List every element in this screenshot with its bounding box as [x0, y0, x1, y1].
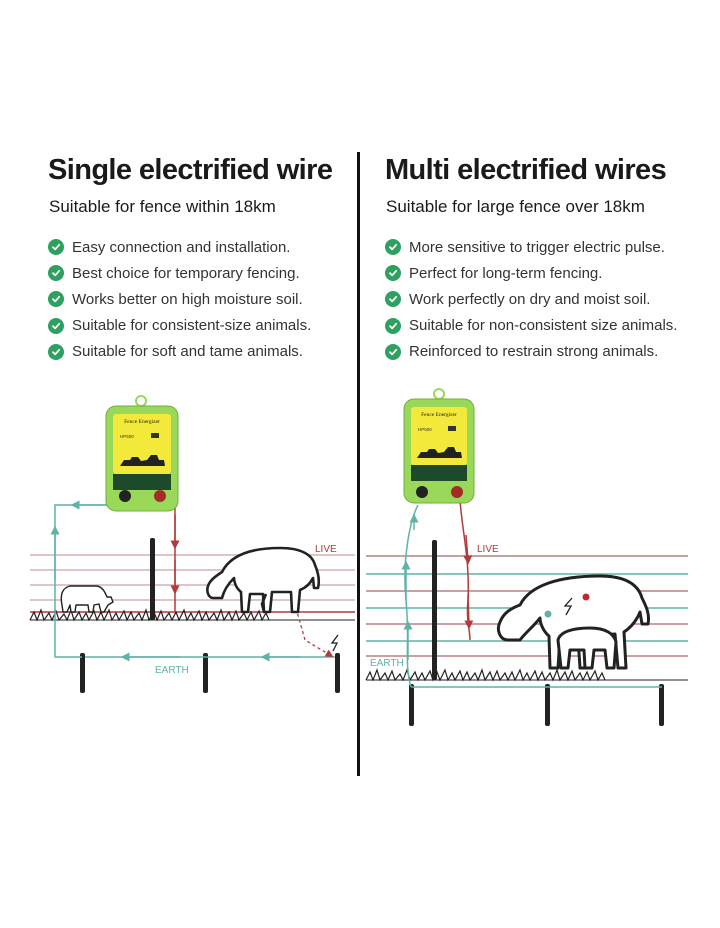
check-icon	[48, 317, 64, 334]
list-item: More sensitive to trigger electric pulse…	[385, 234, 705, 260]
device-brand: Fence Energizer	[421, 412, 457, 418]
live-label: LIVE	[477, 544, 499, 555]
single-wire-subtitle: Suitable for fence within 18km	[49, 197, 276, 216]
calf-outline	[556, 626, 618, 670]
feature-text: Reinforced to restrain strong animals.	[409, 343, 659, 361]
live-terminal	[451, 486, 463, 498]
fence-post	[432, 540, 437, 680]
device-brand: Fence Energizer	[124, 419, 160, 425]
check-icon	[385, 265, 401, 282]
earth-label: EARTH	[370, 658, 404, 669]
list-item: Suitable for soft and tame animals.	[48, 339, 348, 365]
live-circuit	[160, 499, 176, 612]
list-item: Work perfectly on dry and moist soil.	[385, 286, 705, 312]
fence-post	[150, 538, 155, 620]
grass	[365, 668, 606, 682]
multi-wire-subtitle: Suitable for large fence over 18km	[386, 197, 645, 216]
feature-text: Work perfectly on dry and moist soil.	[409, 290, 651, 308]
check-icon	[48, 291, 64, 308]
check-icon	[48, 239, 64, 256]
feature-text: Best choice for temporary fencing.	[72, 264, 300, 282]
earth-stakes	[80, 653, 340, 693]
earth-circuit	[404, 504, 419, 688]
panel-divider	[357, 152, 360, 776]
earth-stakes	[409, 684, 664, 726]
fence-energizer-device: Fence Energizer HP500	[105, 395, 179, 512]
list-item: Works better on high moisture soil.	[48, 286, 348, 312]
cow-outline	[496, 574, 650, 670]
check-icon	[385, 343, 401, 360]
single-wire-diagram: LIVE EARTH	[29, 499, 355, 693]
feature-text: Works better on high moisture soil.	[72, 290, 303, 308]
check-icon	[385, 239, 401, 256]
multi-wire-title: Multi electrified wires	[385, 154, 667, 186]
contact-point	[582, 593, 590, 601]
multi-wire-panel: Multi electrified wires Suitable for lar…	[385, 150, 705, 365]
check-icon	[385, 317, 401, 334]
feature-text: Suitable for soft and tame animals.	[72, 343, 303, 361]
list-item: Reinforced to restrain strong animals.	[385, 339, 705, 365]
feature-text: Suitable for non-consistent size animals…	[409, 317, 678, 335]
live-terminal	[154, 490, 166, 502]
feature-text: Perfect for long-term fencing.	[409, 264, 603, 282]
multi-wire-feature-list: More sensitive to trigger electric pulse…	[385, 234, 705, 365]
check-icon	[48, 265, 64, 282]
battery-icon	[448, 426, 456, 431]
animals-silhouette	[120, 455, 165, 466]
cow-outline	[206, 546, 321, 614]
spark-icon	[563, 597, 573, 616]
single-wire-panel: Single electrified wire Suitable for fen…	[48, 150, 348, 365]
device-model: HP500	[120, 434, 134, 439]
list-item: Suitable for consistent-size animals.	[48, 313, 348, 339]
check-icon	[48, 343, 64, 360]
earth-terminal	[416, 486, 428, 498]
list-item: Suitable for non-consistent size animals…	[385, 313, 705, 339]
fence-energizer-device: Fence Energizer HP500	[403, 388, 475, 504]
calf-outline	[60, 585, 114, 613]
device-model: HP500	[418, 427, 432, 432]
list-item: Perfect for long-term fencing.	[385, 260, 705, 286]
earth-circuit	[54, 504, 112, 658]
single-wire-feature-list: Easy connection and installation. Best c…	[48, 234, 348, 365]
feature-text: Easy connection and installation.	[72, 238, 291, 256]
earth-label: EARTH	[155, 665, 189, 676]
contact-point	[544, 610, 552, 618]
feature-text: More sensitive to trigger electric pulse…	[409, 238, 665, 256]
single-wire-title: Single electrified wire	[48, 154, 333, 186]
list-item: Easy connection and installation.	[48, 234, 348, 260]
battery-icon	[151, 433, 159, 438]
check-icon	[385, 291, 401, 308]
animals-silhouette	[417, 447, 462, 458]
list-item: Best choice for temporary fencing.	[48, 260, 348, 286]
feature-text: Suitable for consistent-size animals.	[72, 317, 312, 335]
live-label: LIVE	[315, 544, 337, 555]
multi-wire-diagram: LIVE EARTH	[365, 499, 688, 726]
earth-terminal	[119, 490, 131, 502]
spark-icon	[330, 634, 339, 652]
